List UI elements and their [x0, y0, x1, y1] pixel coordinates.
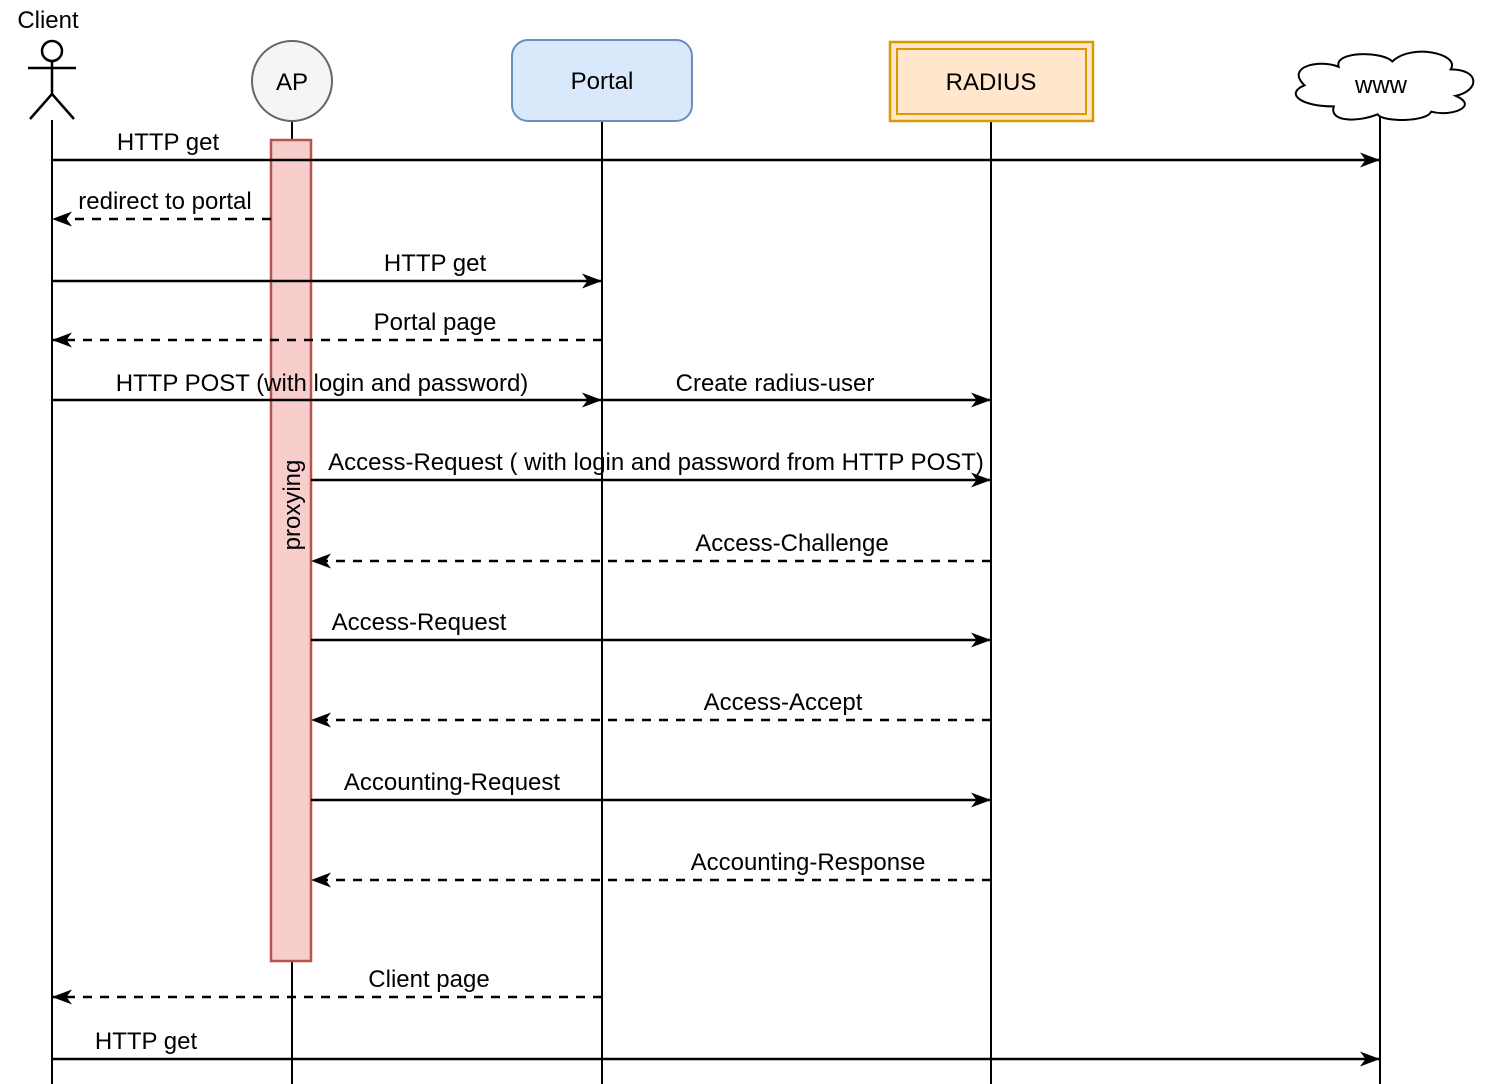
message-label: Client page	[368, 966, 489, 993]
message-labels: HTTP get redirect to portal HTTP get Por…	[78, 129, 984, 1055]
message-label: HTTP get	[384, 250, 487, 277]
message-label: Accounting-Request	[344, 769, 560, 796]
message-label: Access-Request	[332, 609, 507, 636]
message-label: HTTP POST (with login and password)	[116, 370, 529, 397]
participant-label-www: www	[1354, 72, 1408, 99]
activation-label: proxying	[279, 460, 306, 551]
message-label: Portal page	[374, 309, 497, 336]
message-label: HTTP get	[95, 1028, 198, 1055]
radius-box-outer	[888, 40, 1095, 123]
participant-radius: RADIUS	[888, 40, 1095, 123]
stick-figure-icon	[28, 39, 76, 120]
message-label: Access-Request ( with login and password…	[328, 449, 984, 476]
participant-client: Client	[17, 7, 79, 120]
message-arrows	[52, 152, 1380, 1067]
message-label: HTTP get	[117, 129, 220, 156]
participant-label-client: Client	[17, 7, 79, 34]
participant-label-radius: RADIUS	[946, 69, 1037, 96]
radius-box-inner	[896, 48, 1087, 115]
cloud-icon	[1296, 52, 1474, 120]
participant-label-ap: AP	[276, 69, 308, 96]
message-label: Accounting-Response	[691, 849, 926, 876]
participant-www: www	[1296, 52, 1474, 120]
participant-label-portal: Portal	[571, 68, 634, 95]
message-label: Access-Accept	[704, 689, 863, 716]
ap-circle	[251, 40, 333, 122]
portal-box	[511, 39, 693, 122]
participant-ap: AP	[251, 40, 333, 122]
participant-portal: Portal	[511, 39, 693, 122]
message-label: redirect to portal	[78, 188, 251, 215]
activation-bar-proxying	[269, 138, 313, 963]
message-label: Create radius-user	[676, 370, 875, 397]
message-label: Access-Challenge	[695, 530, 888, 557]
lifelines	[51, 117, 1381, 1084]
